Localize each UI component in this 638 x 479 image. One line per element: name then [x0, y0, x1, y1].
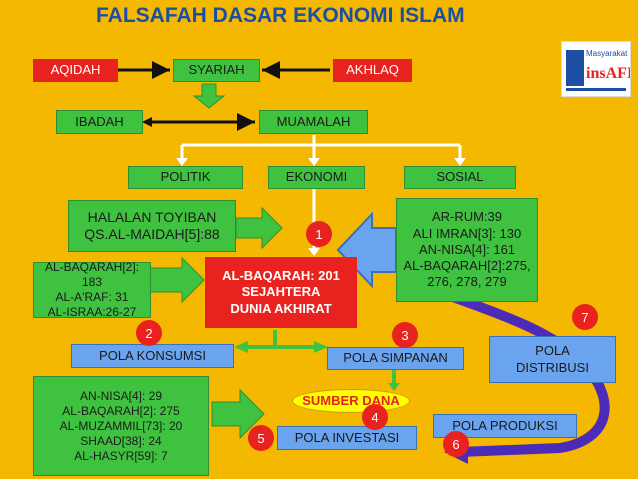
center-box: AL-BAQARAH: 201 SEJAHTERA DUNIA AKHIRAT: [205, 257, 357, 328]
center-bottom-connectors: [244, 330, 318, 349]
pola-investasi-box: POLA INVESTASI: [277, 426, 417, 450]
arrow-halalan: [235, 206, 283, 250]
syariah-box: SYARIAH: [173, 59, 260, 82]
sumber-dana-ellipse: SUMBER DANA: [292, 389, 410, 413]
an-nisa-box: AN-NISA[4]: 29 AL-BAQARAH[2]: 275 AL-MUZ…: [33, 376, 209, 476]
sosial-box: SOSIAL: [404, 166, 516, 189]
number-badge-3: 3: [392, 322, 418, 348]
number-badge-5: 5: [248, 425, 274, 451]
logo-icon: Masyarakat insAFI: [566, 49, 633, 91]
svg-text:insAFI: insAFI: [586, 65, 630, 82]
pola-distribusi-box: POLA DISTRIBUSI: [489, 336, 616, 383]
arrowhead-ekonomi: [308, 158, 320, 166]
arrow-albaqarah-left: [149, 256, 205, 304]
arrowhead-politik: [176, 158, 188, 166]
arrow-annisa: [211, 388, 265, 440]
number-badge-6: 6: [443, 431, 469, 457]
arrow-syariah-down: [192, 83, 226, 109]
arrowhead-sumber: [388, 383, 400, 391]
ekonomi-box: EKONOMI: [268, 166, 365, 189]
logo-masyarakat-insafi: Masyarakat insAFI: [561, 41, 633, 97]
ar-rum-box: AR-RUM:39 ALI IMRAN[3]: 130 AN-NISA[4]: …: [396, 198, 538, 302]
arrowhead-simpanan: [314, 341, 328, 353]
arrow-head-left: [142, 117, 152, 127]
svg-text:Masyarakat: Masyarakat: [586, 49, 628, 58]
pola-konsumsi-box: POLA KONSUMSI: [71, 344, 234, 368]
arrowhead-center: [308, 248, 320, 256]
muamalah-box: MUAMALAH: [259, 110, 368, 134]
aqidah-box: AQIDAH: [33, 59, 118, 82]
politik-box: POLITIK: [128, 166, 243, 189]
number-badge-2: 2: [136, 320, 162, 346]
akhlaq-box: AKHLAQ: [333, 59, 412, 82]
halalan-toyiban-box: HALALAN TOYIBAN QS.AL-MAIDAH[5]:88: [68, 200, 236, 252]
number-badge-1: 1: [306, 221, 332, 247]
arrowhead-sosial: [454, 158, 466, 166]
number-badge-7: 7: [572, 304, 598, 330]
diagram-title: FALSAFAH DASAR EKONOMI ISLAM: [96, 4, 465, 27]
number-badge-4: 4: [362, 404, 388, 430]
ibadah-box: IBADAH: [56, 110, 143, 134]
tree-connectors: [180, 135, 462, 163]
pola-simpanan-box: POLA SIMPANAN: [327, 347, 464, 370]
arrowhead-konsumsi: [234, 341, 248, 353]
al-baqarah-left-box: AL-BAQARAH[2]: 183 AL-A'RAF: 31 AL-ISRAA…: [33, 260, 151, 319]
